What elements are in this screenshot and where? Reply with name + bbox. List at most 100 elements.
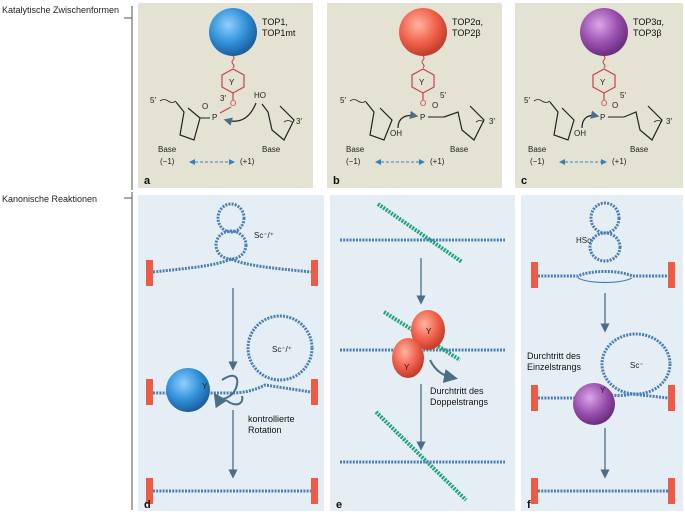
tyrosine-label: Y	[600, 386, 606, 395]
three-prime-end: 3′	[666, 117, 672, 126]
enzyme-top1-sphere	[209, 8, 257, 56]
enzyme-name-line1: TOP1,	[262, 17, 288, 27]
passage-label-line2: Einzelstrangs	[527, 362, 582, 372]
rotation-label-line2: Rotation	[248, 425, 282, 435]
rotation-arrow	[213, 374, 239, 409]
sugar-right	[443, 105, 485, 141]
enzyme-name-line2: TOP3β	[633, 28, 662, 38]
three-prime-ring: 3′	[220, 94, 226, 103]
supercoil-loop-mid	[600, 332, 672, 396]
anchor-right-top	[668, 262, 675, 288]
anchor-right-mid	[311, 379, 318, 405]
tyrosine-label: Y	[202, 382, 208, 391]
hydroxyl: HO	[254, 91, 266, 100]
five-prime: 5′	[340, 96, 346, 105]
panel-a-letter: a	[144, 175, 151, 187]
base-left: Base	[158, 145, 177, 154]
svg-text:O: O	[420, 99, 426, 108]
anchor-left-bottom	[146, 478, 153, 504]
enzyme-top1-sphere	[166, 368, 210, 412]
sugar-left	[549, 101, 575, 141]
nucleophilic-attack-arrow	[223, 102, 257, 126]
dna-crossing-bottom	[374, 410, 468, 502]
five-prime: 5′	[524, 96, 530, 105]
tyrosine-label: Y	[419, 78, 425, 87]
bridging-o: O	[230, 99, 236, 108]
enzyme-name-line2: TOP1mt	[262, 28, 296, 38]
base-right: Base	[630, 145, 649, 154]
sugar-right	[261, 103, 295, 141]
base-left: Base	[346, 145, 365, 154]
row-brackets	[124, 6, 133, 510]
hsc-label: HSc⁻	[576, 236, 595, 245]
tyrosine-label-top: Y	[426, 327, 432, 336]
three-prime-end: 3′	[296, 117, 302, 126]
o-minus: O	[432, 101, 438, 110]
phosphorus: P	[212, 113, 217, 122]
sugar-right	[623, 105, 663, 141]
row-label-catalytic-intermediates: Katalytische Zwischenformen	[2, 5, 120, 15]
supercoil-label-loop: Sc⁻/⁺	[272, 345, 292, 354]
five-prime: 5′	[150, 96, 156, 105]
enzyme-top2-subunit-bottom	[392, 338, 424, 378]
dna-crossing-top	[376, 202, 464, 264]
row-label-canonical-reactions: Kanonische Reaktionen	[2, 194, 98, 204]
anchor-left-mid	[531, 385, 538, 411]
passage-label-line1: Durchtritt des	[430, 386, 484, 396]
nucleophilic-attack-arrow	[581, 110, 600, 129]
panel-f-letter: f	[527, 499, 531, 511]
panel-a: TOP1, TOP1mt Y O P O 3′ 5′ HO 3′ Base Ba…	[144, 8, 302, 187]
position-minus1: (−1)	[346, 157, 361, 166]
anchor-right-mid	[668, 385, 675, 411]
svg-text:O: O	[601, 99, 607, 108]
dna-strand-top	[538, 270, 668, 278]
anchor-left-top	[146, 260, 153, 286]
base-right: Base	[262, 145, 281, 154]
phosphorus: P	[420, 113, 425, 122]
panel-c-letter: c	[521, 175, 527, 187]
passage-label-line2: Doppelstrangs	[430, 397, 489, 407]
anchor-left-bottom	[531, 478, 538, 504]
dna-strand-mid	[153, 383, 312, 395]
position-minus1: (−1)	[530, 157, 545, 166]
sugar-left	[365, 101, 393, 141]
rotation-label-line1: kontrollierte	[248, 414, 295, 424]
nucleophilic-attack-arrow	[397, 110, 419, 129]
linker-wavy	[231, 55, 235, 69]
passage-label-line1: Durchtritt des	[527, 351, 581, 361]
anchor-right-top	[311, 260, 318, 286]
hydroxyl: OH	[390, 129, 402, 138]
sugar-left	[175, 101, 201, 141]
passage-arrow	[429, 359, 458, 383]
anchor-right-bottom	[311, 478, 318, 504]
tyrosine-label: Y	[229, 78, 235, 87]
phosphorus: P	[600, 113, 605, 122]
tyrosine-label-bottom: Y	[404, 363, 410, 372]
supercoil-label-loop: Sc⁻	[630, 361, 644, 370]
anchor-right-bottom	[668, 478, 675, 504]
panel-b-letter: b	[333, 175, 340, 187]
panel-b: TOP2α, TOP2β Y O 5′ O P 5′ OH 3′ Base Ba…	[333, 8, 495, 187]
base-left: Base	[528, 145, 547, 154]
supercoil-lower-loop	[588, 231, 622, 263]
panel-f: HSc⁻ Sc⁻ Durchtritt des Einzelstrangs Y …	[527, 201, 675, 511]
supercoil-loop-mid	[246, 314, 314, 382]
tyrosine-label: Y	[600, 78, 606, 87]
enzyme-top2-sphere	[399, 8, 447, 56]
enzyme-top2-subunit-top	[411, 310, 445, 350]
anchor-left-top	[531, 262, 538, 288]
enzyme-top3-sphere	[580, 8, 628, 56]
position-minus1: (−1)	[160, 157, 175, 166]
o-minus: O	[612, 101, 618, 110]
panel-d-letter: d	[144, 499, 151, 511]
position-plus1: (+1)	[240, 157, 255, 166]
base-right: Base	[450, 145, 469, 154]
position-plus1: (+1)	[612, 157, 627, 166]
panel-e: Y Y Durchtritt des Doppelstrangs e	[336, 202, 505, 511]
enzyme-name-line1: TOP2α,	[452, 17, 483, 27]
enzyme-top3-sphere	[573, 383, 615, 425]
panel-f-bg	[521, 195, 683, 511]
supercoil-label-top: Sc⁻/⁺	[254, 231, 274, 240]
position-plus1: (+1)	[430, 157, 445, 166]
